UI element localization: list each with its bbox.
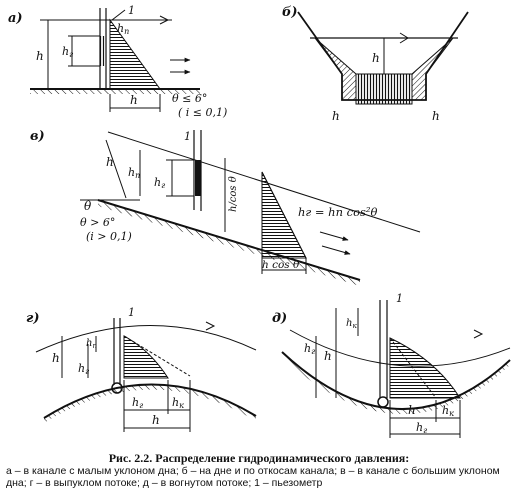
- panel-c-flow-arrow-2: [321, 245, 351, 255]
- panel-a-i-cond: ( i ≤ 0,1): [178, 106, 227, 119]
- panel-a-theta-cond: θ ≤ 6°: [172, 92, 207, 105]
- panel-a-piezo-label: 1: [128, 4, 135, 17]
- panel-b-h-right-label: h: [432, 109, 440, 123]
- panel-c-ground-hatch: [98, 200, 360, 286]
- panel-e-h-bottom-label: h: [408, 403, 416, 417]
- panel-c-h-dim: [105, 139, 127, 199]
- panel-b-h-mid-label: h: [372, 51, 380, 65]
- panel-a-piezo-leader: [111, 9, 126, 21]
- panel-c-i-cond: (i > 0,1): [86, 230, 132, 243]
- caption-body: а – в канале с малым уклоном дна; б – на…: [6, 464, 500, 490]
- panel-d-hn-label: hп: [86, 338, 97, 350]
- panel-e-hr-bottom-label: hг: [416, 421, 427, 435]
- panel-d-hydrostatic-line: [123, 335, 191, 377]
- panel-e-ground-hatch: [282, 352, 510, 415]
- panel-e-piezo-label: 1: [396, 292, 403, 305]
- panel-d-hr-label: hг: [78, 362, 89, 376]
- panel-d-hk-bottom-label: hк: [172, 396, 184, 410]
- panel-c-piezometer-fill: [195, 160, 201, 196]
- panel-d: г) 1 h hг hп hг hк h: [26, 306, 257, 432]
- panel-a-h-label: h: [36, 49, 44, 63]
- panel-a-pressure-diagram: [109, 18, 161, 90]
- panel-a-hr-label: hг: [62, 45, 73, 59]
- panel-e-letter: д): [272, 311, 287, 326]
- pressure-distribution-figure: а) 1 hп hг h h θ ≤ 6° ( i ≤: [8, 4, 511, 438]
- panel-e-h-label: h: [324, 349, 332, 363]
- panel-c-flow-arrow: [319, 231, 349, 241]
- panel-a-hn-label: hп: [117, 22, 129, 36]
- panel-c-theta: θ: [84, 199, 92, 213]
- panel-c-formula: hг = hп cos²θ: [298, 205, 378, 219]
- caption-title: Рис. 2.2. Распределение гидродинамическо…: [108, 451, 410, 465]
- panel-b-letter: б): [282, 5, 298, 20]
- panel-b-h-left-label: h: [332, 109, 340, 123]
- panel-e-hk-label: hк: [346, 318, 357, 330]
- panel-a-bottom-h-label: h: [130, 93, 138, 107]
- panel-c-h-label: h: [106, 155, 114, 169]
- figure-caption: Рис. 2.2. Распределение гидродинамическо…: [6, 452, 512, 490]
- panel-d-water-surface: [35, 325, 257, 353]
- panel-b-right-slope-diagram: [411, 37, 454, 101]
- panel-e-hydrostatic-line: [389, 337, 437, 399]
- panel-d-h-bottom-label: h: [152, 413, 160, 427]
- panel-a-ground-hatch: [30, 89, 200, 94]
- panel-d-ground-hatch: [44, 384, 256, 423]
- panel-d-h-label: h: [52, 351, 60, 365]
- panel-b-bottom-diagram: [355, 73, 413, 105]
- panel-e: д) 1 h hк hг h hк hг: [272, 292, 511, 438]
- panel-d-hr-bottom-label: hг: [132, 396, 143, 410]
- panel-c-letter: в): [30, 129, 45, 144]
- panel-d-pressure-diagram: [123, 335, 169, 379]
- panel-c: в) θ 1 hг hп h h/cos θ h cos θ: [30, 129, 421, 286]
- panel-c-hn-label: hп: [128, 166, 140, 180]
- panel-b-left-slope-diagram: [314, 37, 357, 101]
- panel-b: б) h h h: [282, 5, 469, 123]
- panel-e-hk-bottom-label: hк: [442, 404, 454, 418]
- panel-c-hcos-bottom-label: h cos θ: [262, 259, 300, 271]
- panel-c-piezo-label: 1: [184, 130, 191, 143]
- panel-a-letter: а): [8, 11, 23, 26]
- panel-a: а) 1 hп hг h h θ ≤ 6° ( i ≤: [8, 4, 227, 119]
- panel-d-piezo-label: 1: [128, 306, 135, 319]
- panel-c-theta-cond: θ > 6°: [80, 216, 115, 229]
- panel-e-bed: [281, 351, 511, 411]
- panel-e-hr-label: hг: [304, 342, 315, 356]
- panel-c-hr-label: hг: [154, 176, 165, 190]
- panel-a-level-mark: [159, 15, 170, 25]
- panel-e-pressure-diagram: [389, 337, 461, 399]
- panel-a-piezometer-fill: [100, 36, 106, 66]
- panel-c-hcos-label: h/cos θ: [228, 176, 239, 212]
- panel-d-letter: г): [26, 311, 39, 326]
